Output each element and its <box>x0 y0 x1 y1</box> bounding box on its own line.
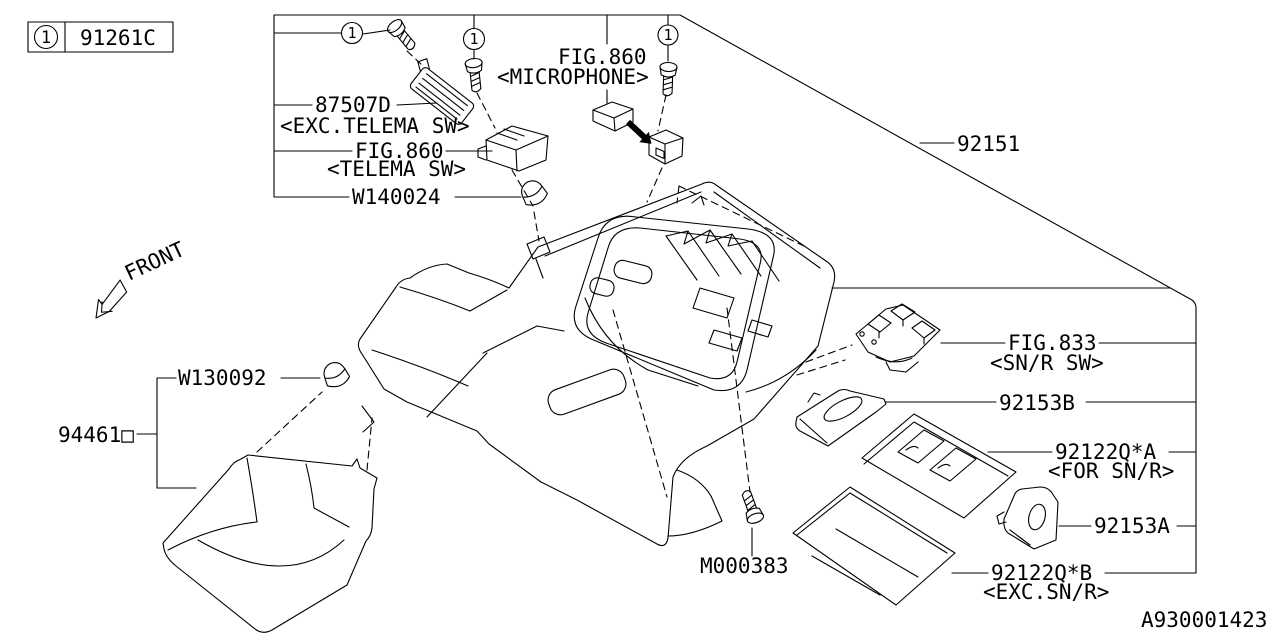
screw-icon <box>658 61 678 97</box>
label-87507d: 87507D <box>315 93 391 117</box>
label-92153a: 92153A <box>1094 514 1170 538</box>
label-92122qb: 92122Q*B <box>991 561 1092 585</box>
label-fig860-mic-qualifier: <MICROPHONE> <box>497 65 649 89</box>
label-fig860-telema-qualifier: <TELEMA SW> <box>327 157 466 181</box>
pocket-94461-drawing <box>162 391 378 633</box>
part-92122qb-drawing <box>792 486 956 606</box>
console-outline <box>357 181 836 547</box>
label-87507d-qualifier: <EXC.TELEMA SW> <box>280 114 470 138</box>
label-fig860-telema: FIG.860 <box>355 139 444 163</box>
fastener-ref-number: 1 <box>663 26 672 44</box>
console-opening-rim <box>573 215 775 392</box>
label-fig860-mic: FIG.860 <box>558 45 647 69</box>
clip-w140024-icon <box>516 175 551 210</box>
mic-connector <box>648 129 684 165</box>
label-92122qa: 92122Q*A <box>1055 440 1157 464</box>
label-fig833-qualifier: <SN/R SW> <box>990 351 1104 375</box>
part-telema-unit-drawing <box>477 125 549 172</box>
part-92153a-drawing <box>996 486 1059 550</box>
front-label: FRONT <box>121 237 189 286</box>
screw-icon <box>384 16 421 55</box>
label-92122qa-qualifier: <FOR SN/R> <box>1048 459 1174 483</box>
console-92151-drawing <box>357 181 836 547</box>
mic-pointer-arrow <box>625 119 652 144</box>
legend-ref-number: 1 <box>41 28 51 48</box>
fastener-ref-number: 1 <box>347 24 356 42</box>
fastener-ref-circle <box>340 21 364 45</box>
legend-ref-circle <box>33 24 59 50</box>
part-87507d-drawing <box>409 58 475 125</box>
label-w130092: W130092 <box>178 366 267 390</box>
label-w140024: W140024 <box>352 185 441 209</box>
label-92151: 92151 <box>957 132 1020 156</box>
label-92122qb-qualifier: <EXC.SN/R> <box>983 580 1109 604</box>
screw-icon <box>464 57 486 94</box>
label-m000383: M000383 <box>700 554 789 578</box>
part-92153b-drawing <box>795 388 887 447</box>
label-fig833: FIG.833 <box>1008 331 1097 355</box>
label-94461: 94461□ <box>58 423 134 447</box>
legend-box <box>27 21 174 53</box>
front-direction-arrow: FRONT <box>95 237 189 319</box>
fastener-ref-number: 1 <box>469 30 478 48</box>
sunroof-switch-drawing <box>796 303 941 376</box>
microphone-drawing <box>592 101 684 203</box>
fastener-ref-circle <box>462 27 486 51</box>
clip-w140024-hidden-line <box>533 211 540 242</box>
callout-bracket-lines <box>136 14 1197 574</box>
label-92153b: 92153B <box>999 391 1075 415</box>
legend-part-number: 91261C <box>80 26 156 50</box>
front-arrow-icon <box>95 279 128 319</box>
part-92122qa-drawing <box>861 413 1017 519</box>
clip-w130092-icon <box>318 357 352 392</box>
fastener-ref-circle <box>657 24 679 46</box>
legend-frame <box>27 21 174 53</box>
fastener-ref-callouts <box>340 21 679 51</box>
diagram-id: A930001423 <box>1141 608 1267 632</box>
screw-icon <box>737 487 766 526</box>
